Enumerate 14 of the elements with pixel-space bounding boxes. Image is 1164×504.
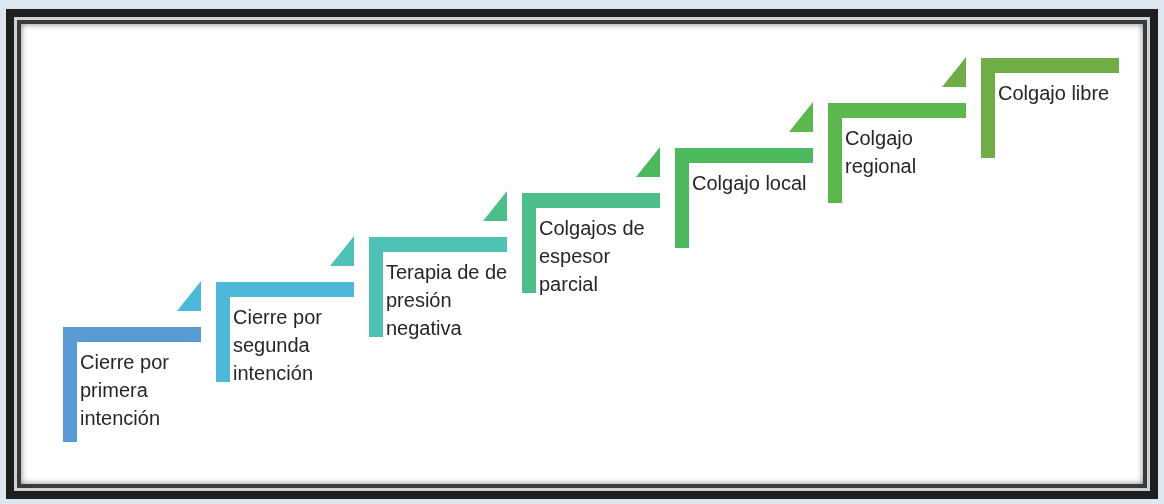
- step-label: Cierre por segunda intención: [233, 305, 323, 386]
- step-shape: [369, 237, 507, 337]
- step-shape: [522, 193, 660, 293]
- step-label: Cierre por primera intención: [80, 350, 170, 431]
- step-label: Terapia de de presión negativa: [386, 260, 509, 341]
- step-label: Colgajos de espesor parcial: [539, 216, 646, 297]
- step-label: Colgajo libre: [998, 81, 1111, 106]
- step-shape: [828, 103, 966, 203]
- step-shape: [216, 282, 354, 382]
- step-shape: [981, 58, 1119, 158]
- step-label: Colgajo regional: [845, 126, 918, 179]
- step-label: Colgajo local: [692, 171, 808, 196]
- step-shape: [63, 327, 201, 442]
- step-shape: [675, 148, 813, 248]
